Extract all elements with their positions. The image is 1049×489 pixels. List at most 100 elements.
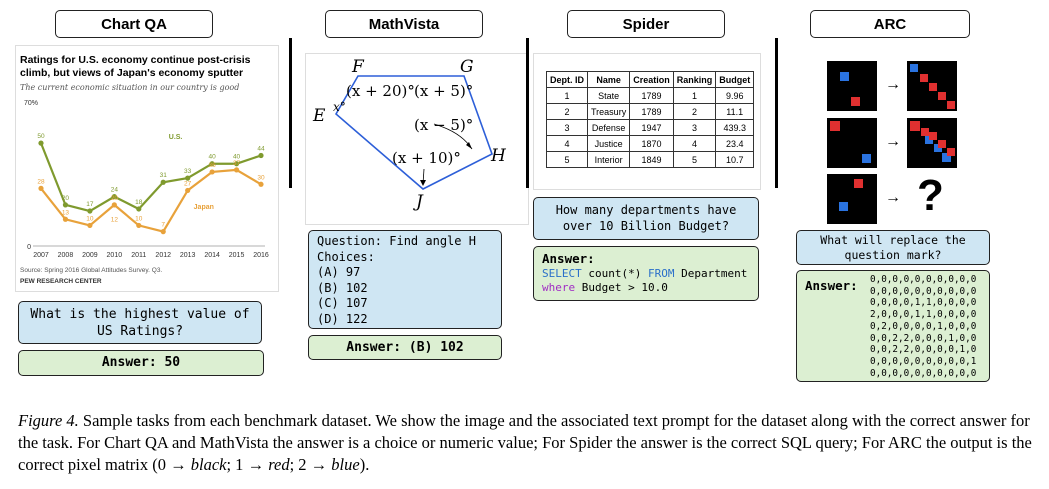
data-point: [160, 229, 166, 235]
data-label: 20: [111, 195, 119, 202]
data-point: [233, 161, 240, 167]
data-point: [160, 179, 166, 185]
mv-line-0: Question: Find angle H: [317, 234, 476, 248]
arc-cell-red: [830, 121, 840, 131]
table-row: 1 State 1789 1 9.96: [545, 87, 755, 104]
caption-sep: ; 1: [226, 455, 248, 474]
data-point: [87, 208, 93, 214]
x-tick-label: 2012: [155, 252, 171, 259]
table-cell: 1789: [629, 87, 674, 104]
data-point: [209, 161, 215, 167]
figure-caption: Figure 4. Sample tasks from each benchma…: [18, 410, 1033, 476]
y-tick-label: 0: [27, 244, 31, 251]
table-cell: Interior: [587, 151, 631, 168]
table-cell: 3: [545, 119, 589, 136]
chart-subtitle: The current economic situation in our co…: [20, 83, 240, 92]
vertex-g: G: [460, 57, 474, 77]
table-cell: 1: [672, 87, 717, 104]
column-header: Dept. ID: [545, 71, 589, 88]
x-tick-label: 2010: [107, 252, 123, 259]
series-label-japan: Japan: [194, 204, 214, 211]
data-point: [38, 185, 44, 191]
vertex-f: F: [352, 57, 364, 77]
arc-grid-input-3: [827, 174, 877, 224]
chartqa-chart-panel: Ratings for U.S. economy continue post-c…: [15, 45, 279, 292]
arc-answer-matrix: 0,0,0,0,0,0,0,0,0,0 0,0,0,0,0,0,0,0,0,0 …: [870, 274, 977, 379]
spider-answer-box: Answer: SELECT count(*) FROM Department …: [533, 246, 759, 301]
spider-header: Spider: [567, 10, 725, 38]
arc-answer-label: Answer:: [805, 278, 858, 293]
sql-keyword: SELECT: [542, 267, 582, 280]
question-mark: ?: [917, 171, 944, 220]
table-cell: 4: [545, 135, 589, 152]
table-header-row: Dept. ID Name Creation Ranking Budget: [545, 71, 755, 88]
mv-line-4: (C) 107: [317, 296, 368, 310]
caption-sep: ; 2: [289, 455, 311, 474]
table-cell: 1947: [629, 119, 674, 136]
data-point: [258, 152, 264, 159]
data-point: [209, 169, 215, 175]
chart-title: Ratings for U.S. economy continue post-c…: [20, 54, 251, 79]
arc-cell-blue: [839, 202, 848, 211]
arc-question: What will replace the question mark?: [820, 233, 966, 262]
data-point: [185, 175, 191, 181]
table-cell: 3: [672, 119, 717, 136]
data-label: 18: [135, 199, 143, 206]
vertex-j: J: [416, 192, 423, 212]
data-label: 28: [37, 178, 45, 185]
data-label: 50: [37, 133, 45, 140]
data-point: [111, 194, 117, 200]
data-label: 27: [184, 180, 192, 187]
divider-2: [526, 38, 529, 188]
chartqa-question: What is the highest value of US Ratings?: [30, 307, 250, 339]
x-tick-label: 2015: [229, 252, 245, 259]
arrow-icon: →: [885, 189, 901, 206]
data-label: 10: [86, 215, 94, 222]
data-label: 37: [233, 160, 241, 167]
table-cell: 2: [545, 103, 589, 120]
chart-org: PEW RESEARCH CENTER: [20, 278, 102, 285]
arc-cell-red: [854, 179, 863, 188]
angle-h: (x − 5)°: [414, 116, 474, 134]
mathvista-answer-box: Answer: (B) 102: [308, 335, 502, 360]
sql-keyword: FROM: [647, 267, 675, 280]
data-point: [136, 222, 142, 229]
arc-grid-output-1: [907, 61, 957, 111]
data-label: 33: [184, 168, 192, 175]
data-label: 12: [111, 216, 119, 223]
table-cell: 1: [545, 87, 589, 104]
table-cell: State: [587, 87, 631, 104]
mathvista-question-box: Question: Find angle H Choices: (A) 97 (…: [308, 230, 502, 329]
series-label-us: U.S.: [169, 134, 183, 141]
table-cell: Justice: [587, 135, 631, 152]
sql-line-2: where Budget > 10.0: [542, 281, 750, 295]
table-cell: 10.7: [715, 151, 755, 168]
x-tick-label: 2011: [131, 252, 146, 259]
angle-f: (x + 20)°: [346, 82, 415, 100]
arc-cell-blue: [862, 154, 871, 163]
arrow-icon: →: [885, 76, 901, 93]
arc-cell-red: [947, 148, 955, 156]
mv-line-1: Choices:: [317, 249, 375, 264]
arc-cell-blue: [925, 136, 933, 144]
series-line: [40, 168, 262, 233]
arc-examples: → → → ?: [822, 56, 962, 228]
table-cell: 9.96: [715, 87, 755, 104]
table-cell: 4: [672, 135, 717, 152]
data-label: 40: [233, 154, 241, 161]
angle-e: x°: [333, 100, 346, 114]
data-label: 20: [62, 195, 70, 202]
table-cell: 5: [545, 151, 589, 168]
data-label: 31: [160, 172, 168, 179]
data-point: [87, 222, 93, 229]
spider-answer-label: Answer:: [542, 251, 595, 266]
chartqa-answer: Answer: 50: [101, 355, 181, 370]
chartqa-answer-box: Answer: 50: [18, 350, 264, 376]
arc-cell-red: [947, 101, 955, 109]
data-label: 44: [257, 145, 265, 152]
data-label: 7: [161, 222, 165, 229]
arc-cell-red: [920, 74, 928, 82]
vertex-h: H: [491, 146, 506, 166]
arrow-icon: →: [885, 133, 901, 150]
